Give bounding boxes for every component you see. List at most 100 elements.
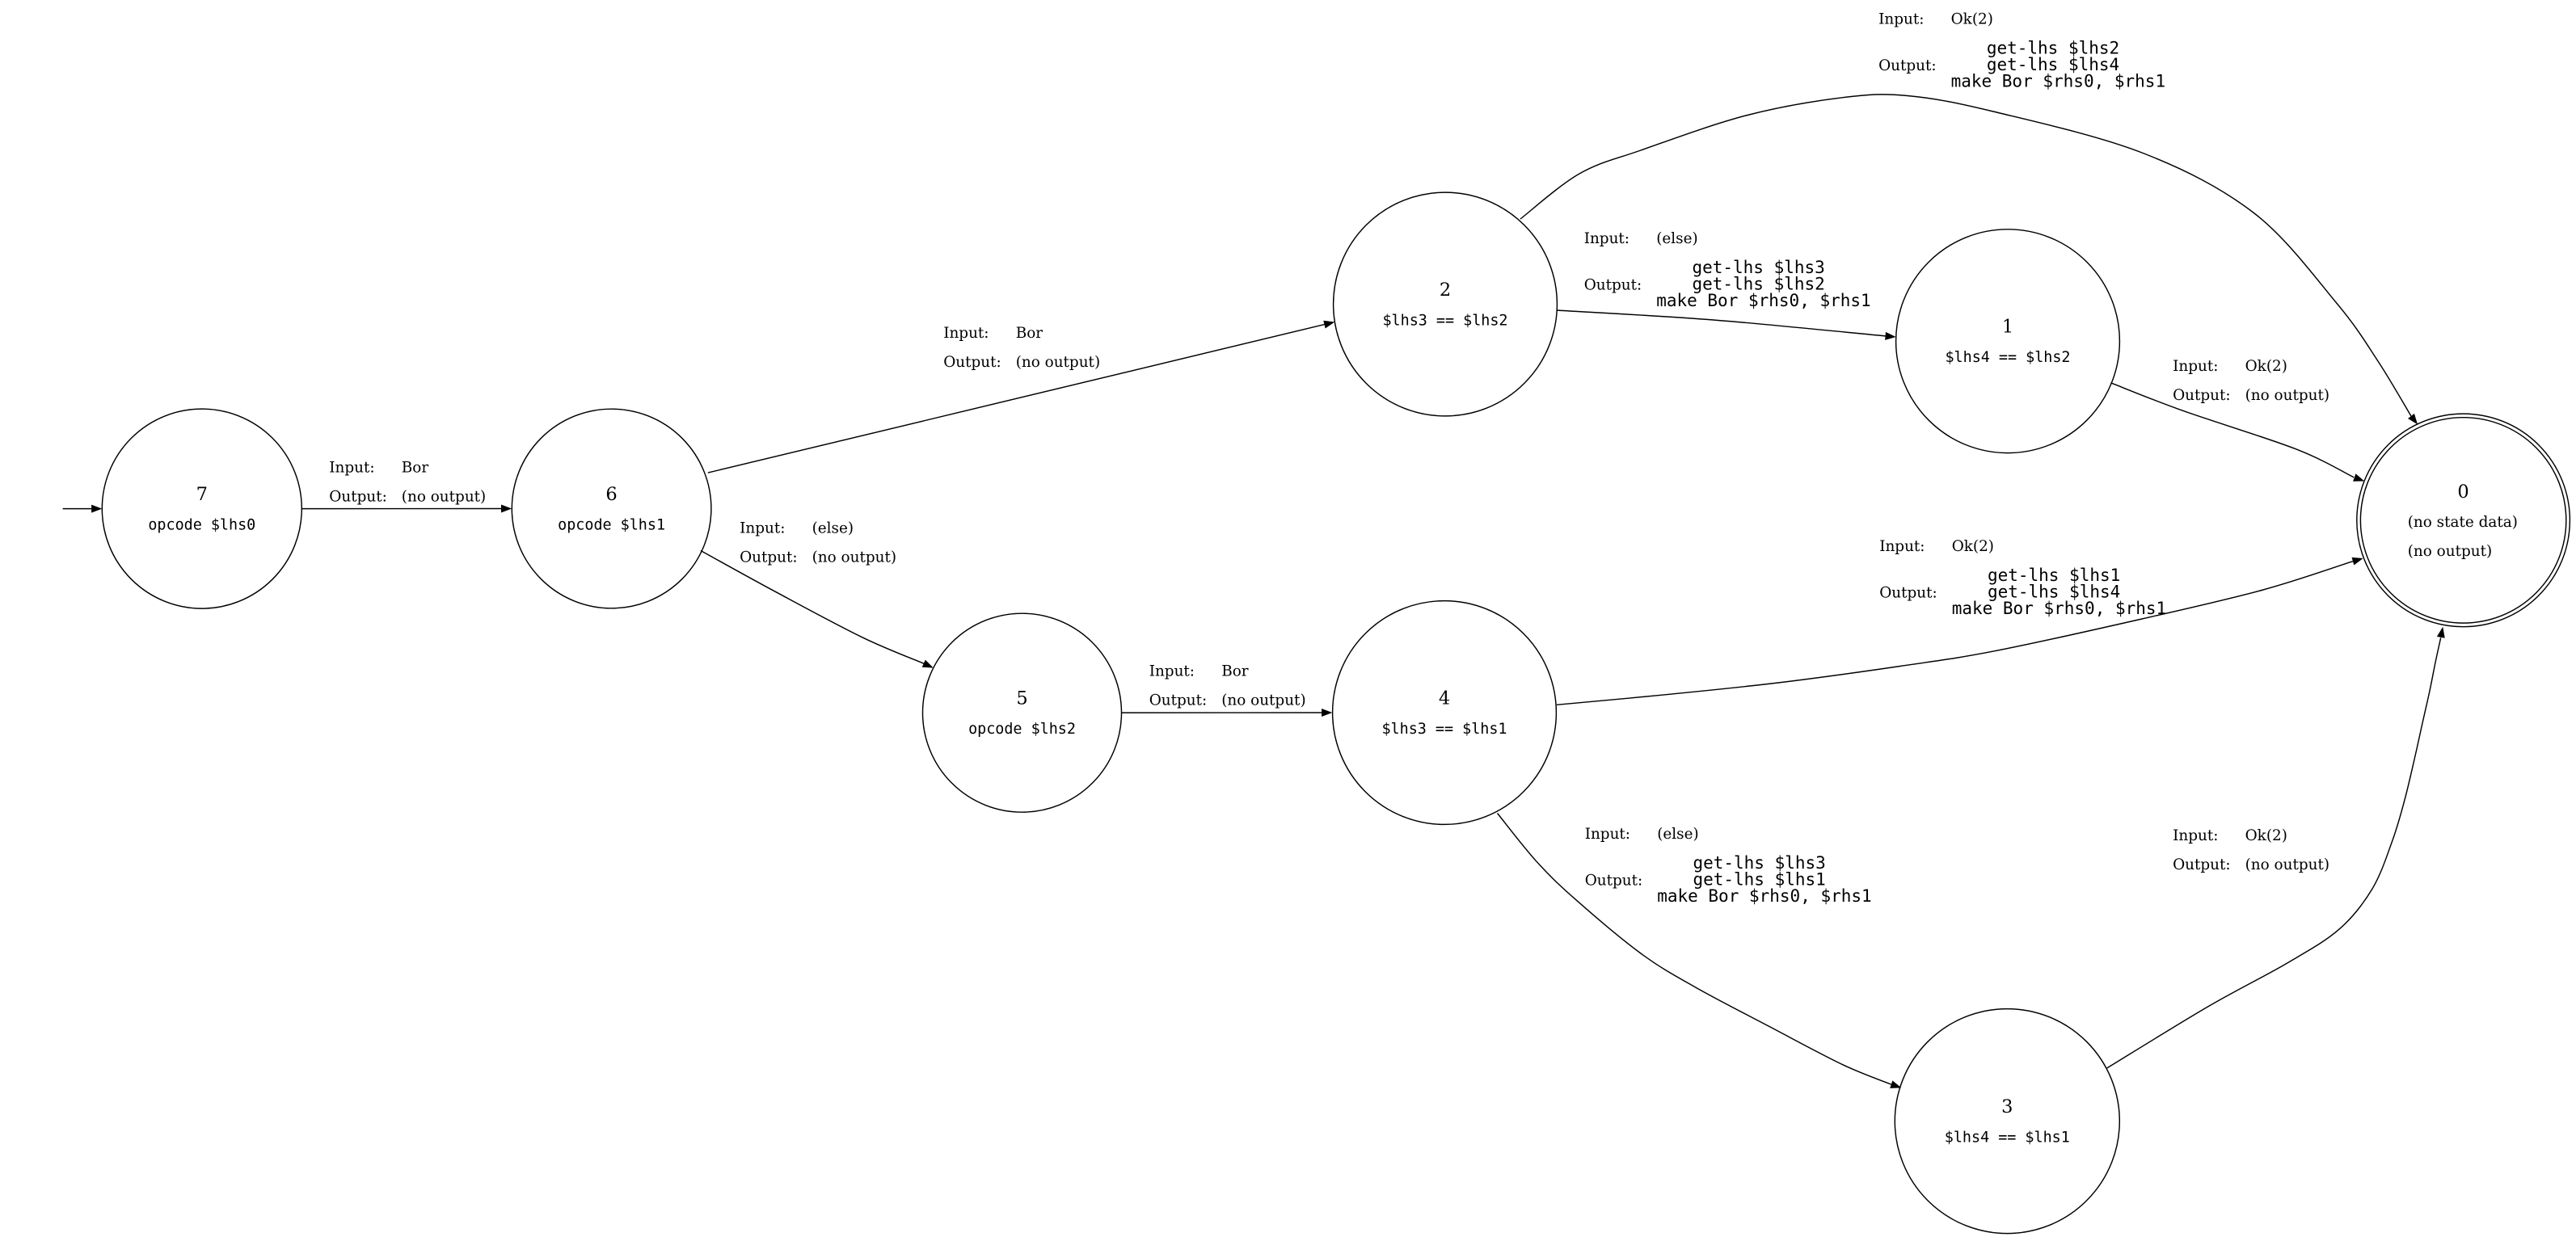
edge-2-1-arrowhead: [1885, 331, 1896, 340]
state-0-circle: [2356, 413, 2571, 628]
edge-5-4-output-key: Output:: [1149, 692, 1208, 709]
edge-6-5-output-key: Output:: [740, 549, 798, 566]
state-6-data-line1: opcode $lhs1: [558, 517, 665, 534]
edge-3-0-output-value: (no output): [2245, 856, 2329, 873]
edge-6-5-output-value: (no output): [812, 549, 896, 566]
edge-6-5-input-value: (else): [812, 520, 854, 536]
edge-7-6-input-key: Input:: [329, 460, 374, 477]
edge-4-3-output-line3: make Bor $rhs0, $rhs1: [1657, 886, 1872, 906]
edge-5-4-arrowhead: [1322, 709, 1333, 717]
edge-2-1-output-line2: get-lhs $lhs2: [1692, 274, 1824, 293]
edge-4-0-output-line2: get-lhs $lhs4: [1988, 582, 2120, 601]
edge-4-3-input-key: Input:: [1585, 826, 1630, 843]
edge-6-2-line: [707, 323, 1325, 473]
edge-1-0-line: [2110, 382, 2355, 478]
edge-4-3-output-key: Output:: [1585, 873, 1643, 890]
edge-6-2-output-key: Output:: [943, 354, 1001, 371]
edge-2-1-output-key: Output:: [1584, 276, 1642, 293]
edge-6-5-arrowhead: [921, 659, 934, 668]
edge-4-3-output-line2: get-lhs $lhs1: [1693, 870, 1825, 890]
state-3-circle: [1894, 1008, 2121, 1235]
state-node-3: 3 $lhs4 == $lhs1: [1894, 1008, 2121, 1235]
edge-1-0-output-key: Output:: [2173, 387, 2231, 404]
state-5-data-line1: opcode $lhs2: [968, 721, 1076, 738]
edge-4-0-output-key: Output:: [1879, 584, 1937, 601]
edge-1-0: Input: Ok(2) Output: (no output): [2110, 358, 2365, 482]
state-2-data-line1: $lhs3 == $lhs2: [1382, 313, 1507, 330]
state-node-0: 0 (no state data) (no output): [2356, 413, 2571, 628]
edge-6-2-input-value: Bor: [1016, 325, 1043, 342]
state-7-number: 7: [196, 484, 208, 505]
edge-3-0-input-key: Input:: [2173, 827, 2218, 844]
state-node-4: 4$lhs3 == $lhs1: [1331, 600, 1558, 826]
edge-1-0-arrowhead: [2353, 473, 2365, 482]
edge-3-0-input-value: Ok(2): [2245, 827, 2287, 844]
edge-5-4-input-key: Input:: [1149, 663, 1195, 680]
state-6-number: 6: [605, 484, 617, 505]
edge-2-0-output-line3: make Bor $rhs0, $rhs1: [1951, 72, 2166, 91]
state-4-circle: [1331, 600, 1558, 826]
edge-7-6-input-value: Bor: [402, 460, 429, 477]
state-4-number: 4: [1439, 688, 1450, 709]
state-3-data-line1: $lhs4 == $lhs1: [1945, 1130, 2070, 1147]
edge-2-1-output-line3: make Bor $rhs0, $rhs1: [1656, 291, 1871, 310]
edge-3-0-output-key: Output:: [2173, 856, 2231, 873]
edge-2-0-input-key: Input:: [1878, 11, 1924, 28]
edge-4-3-line: [1496, 813, 1892, 1085]
edge-4-0-input-value: Ok(2): [1952, 538, 1994, 555]
edge-6-5-input-key: Input:: [740, 520, 785, 536]
edge-2-0-arrowhead: [2408, 413, 2418, 425]
edge-1-0-input-value: Ok(2): [2245, 358, 2287, 375]
state-6-circle: [511, 408, 712, 609]
state-node-6: 6 opcode $lhs1: [511, 408, 712, 609]
edge-6-5: Input: (else) Output: (no output): [700, 520, 934, 668]
edge-3-0: Input: Ok(2) Output: (no output): [2106, 626, 2445, 1069]
edge-5-4-input-value: Bor: [1221, 663, 1249, 680]
state-node-5: 5 opcode $lhs2: [921, 612, 1123, 813]
state-5-circle: [921, 612, 1123, 813]
edge-4-0-output-line1: get-lhs $lhs1: [1988, 566, 2120, 585]
state-0-number: 0: [2457, 482, 2468, 503]
edge-4-3-arrowhead: [1890, 1080, 1902, 1088]
edge-2-0-output-line2: get-lhs $lhs4: [1987, 55, 2119, 74]
state-1-data-line1: $lhs4 == $lhs2: [1945, 349, 2070, 366]
state-7-circle: [101, 408, 303, 609]
edge-6-2-output-value: (no output): [1016, 354, 1100, 371]
state-node-1: 1 $lhs4 == $lhs2: [1895, 229, 2121, 454]
edge-4-3-input-value: (else): [1657, 826, 1698, 843]
edge-2-1-line: [1556, 309, 1886, 337]
edge-2-1-input-key: Input:: [1584, 230, 1629, 247]
edge-2-0-input-value: Ok(2): [1951, 11, 1993, 28]
state-2-number: 2: [1440, 280, 1451, 301]
start-arrowhead: [91, 504, 103, 513]
edge-2-1-output-line1: get-lhs $lhs3: [1692, 258, 1824, 277]
edge-1-0-output-value: (no output): [2245, 387, 2329, 404]
edge-3-0-arrowhead: [2436, 626, 2445, 638]
state-1-number: 1: [2002, 317, 2013, 338]
state-0-data-line2: (no output): [2408, 543, 2492, 560]
edge-4-0-arrowhead: [2351, 557, 2363, 566]
start-arrow: [62, 504, 103, 513]
state-node-2: 2 $lhs3 == $lhs2: [1332, 191, 1558, 417]
edge-5-4-output-value: (no output): [1221, 692, 1305, 709]
edge-3-0-line: [2106, 637, 2442, 1069]
edge-7-6-arrowhead: [501, 504, 512, 513]
edge-2-0-output-line1: get-lhs $lhs2: [1987, 38, 2119, 57]
state-3-number: 3: [2001, 1096, 2013, 1117]
edge-7-6-output-value: (no output): [402, 489, 486, 506]
state-0-data-line1: (no state data): [2408, 514, 2518, 531]
edge-6-2-input-key: Input:: [943, 325, 989, 342]
state-5-number: 5: [1016, 688, 1027, 709]
edge-1-0-input-key: Input:: [2173, 358, 2218, 375]
edge-4-0-output-line3: make Bor $rhs0, $rhs1: [1952, 599, 2167, 618]
edge-6-5-line: [700, 549, 925, 664]
state-1-circle: [1895, 229, 2121, 454]
edge-4-3-output-line1: get-lhs $lhs3: [1693, 853, 1825, 873]
